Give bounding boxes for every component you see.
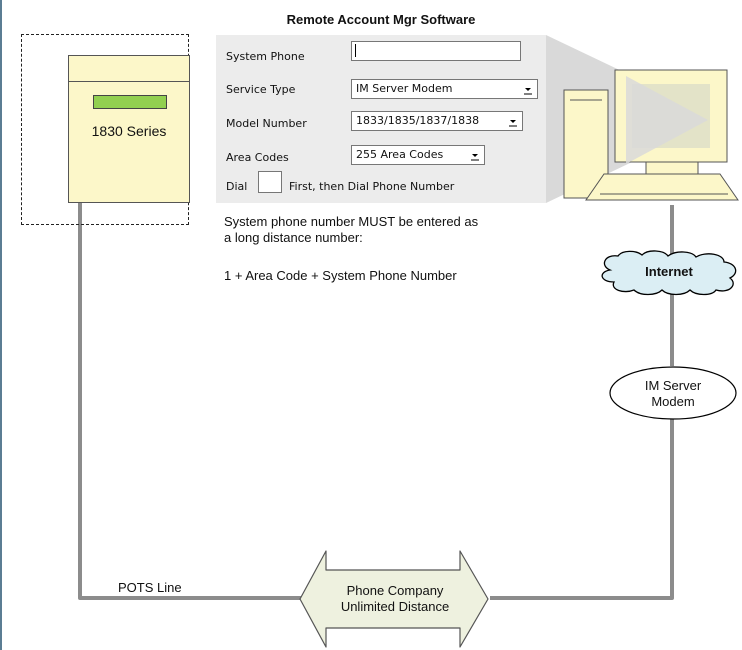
device-display-led <box>93 95 167 109</box>
device-label: 1830 Series <box>91 123 167 139</box>
note-line-2: a long distance number: <box>224 230 363 245</box>
im-server-modem-label: IM Server Modem <box>607 378 739 410</box>
device-lid <box>69 56 189 82</box>
phone-company-line-2: Unlimited Distance <box>340 599 450 614</box>
chevron-down-icon <box>524 88 532 95</box>
chevron-down-icon <box>509 120 517 127</box>
chevron-down-icon <box>471 154 479 161</box>
service-type-select[interactable]: IM Server Modem <box>351 79 538 99</box>
modem-line-2: Modem <box>651 394 695 409</box>
internet-label: Internet <box>645 264 693 279</box>
dial-suffix-label: First, then Dial Phone Number <box>289 180 455 193</box>
computer-icon <box>563 69 739 201</box>
model-number-label: Model Number <box>226 117 307 130</box>
internet-cloud-icon <box>601 250 737 296</box>
pots-line-label: POTS Line <box>118 580 182 595</box>
area-codes-label: Area Codes <box>226 151 289 164</box>
keyboard <box>585 173 739 201</box>
text-caret <box>355 44 356 57</box>
phone-company-line-1: Phone Company <box>346 583 444 598</box>
phone-company-label: Phone Company Unlimited Distance <box>316 583 474 615</box>
note-line-1: System phone number MUST be entered as <box>224 214 479 229</box>
model-number-select[interactable]: 1833/1835/1837/1838 <box>351 111 523 131</box>
pots-line <box>78 203 302 600</box>
phone-company-double-arrow <box>299 550 489 648</box>
system-phone-label: System Phone <box>226 50 305 63</box>
service-type-label: Service Type <box>226 83 296 96</box>
left-edge-rule <box>0 0 2 650</box>
projection-overlay <box>626 76 708 164</box>
modem-ellipse <box>609 366 737 420</box>
dial-label: Dial <box>226 180 248 193</box>
phone-format-note: System phone number MUST be entered as a… <box>224 214 554 246</box>
dial-checkbox[interactable] <box>258 171 282 193</box>
phone-number-formula: 1 + Area Code + System Phone Number <box>224 268 457 283</box>
modem-line-1: IM Server <box>644 378 702 393</box>
system-phone-input[interactable] <box>351 41 521 61</box>
software-title: Remote Account Mgr Software <box>286 12 476 27</box>
area-codes-select[interactable]: 255 Area Codes <box>351 145 485 165</box>
panel-device-1830: 1830 Series <box>68 55 190 203</box>
modem-to-phone-company-line <box>490 418 674 600</box>
